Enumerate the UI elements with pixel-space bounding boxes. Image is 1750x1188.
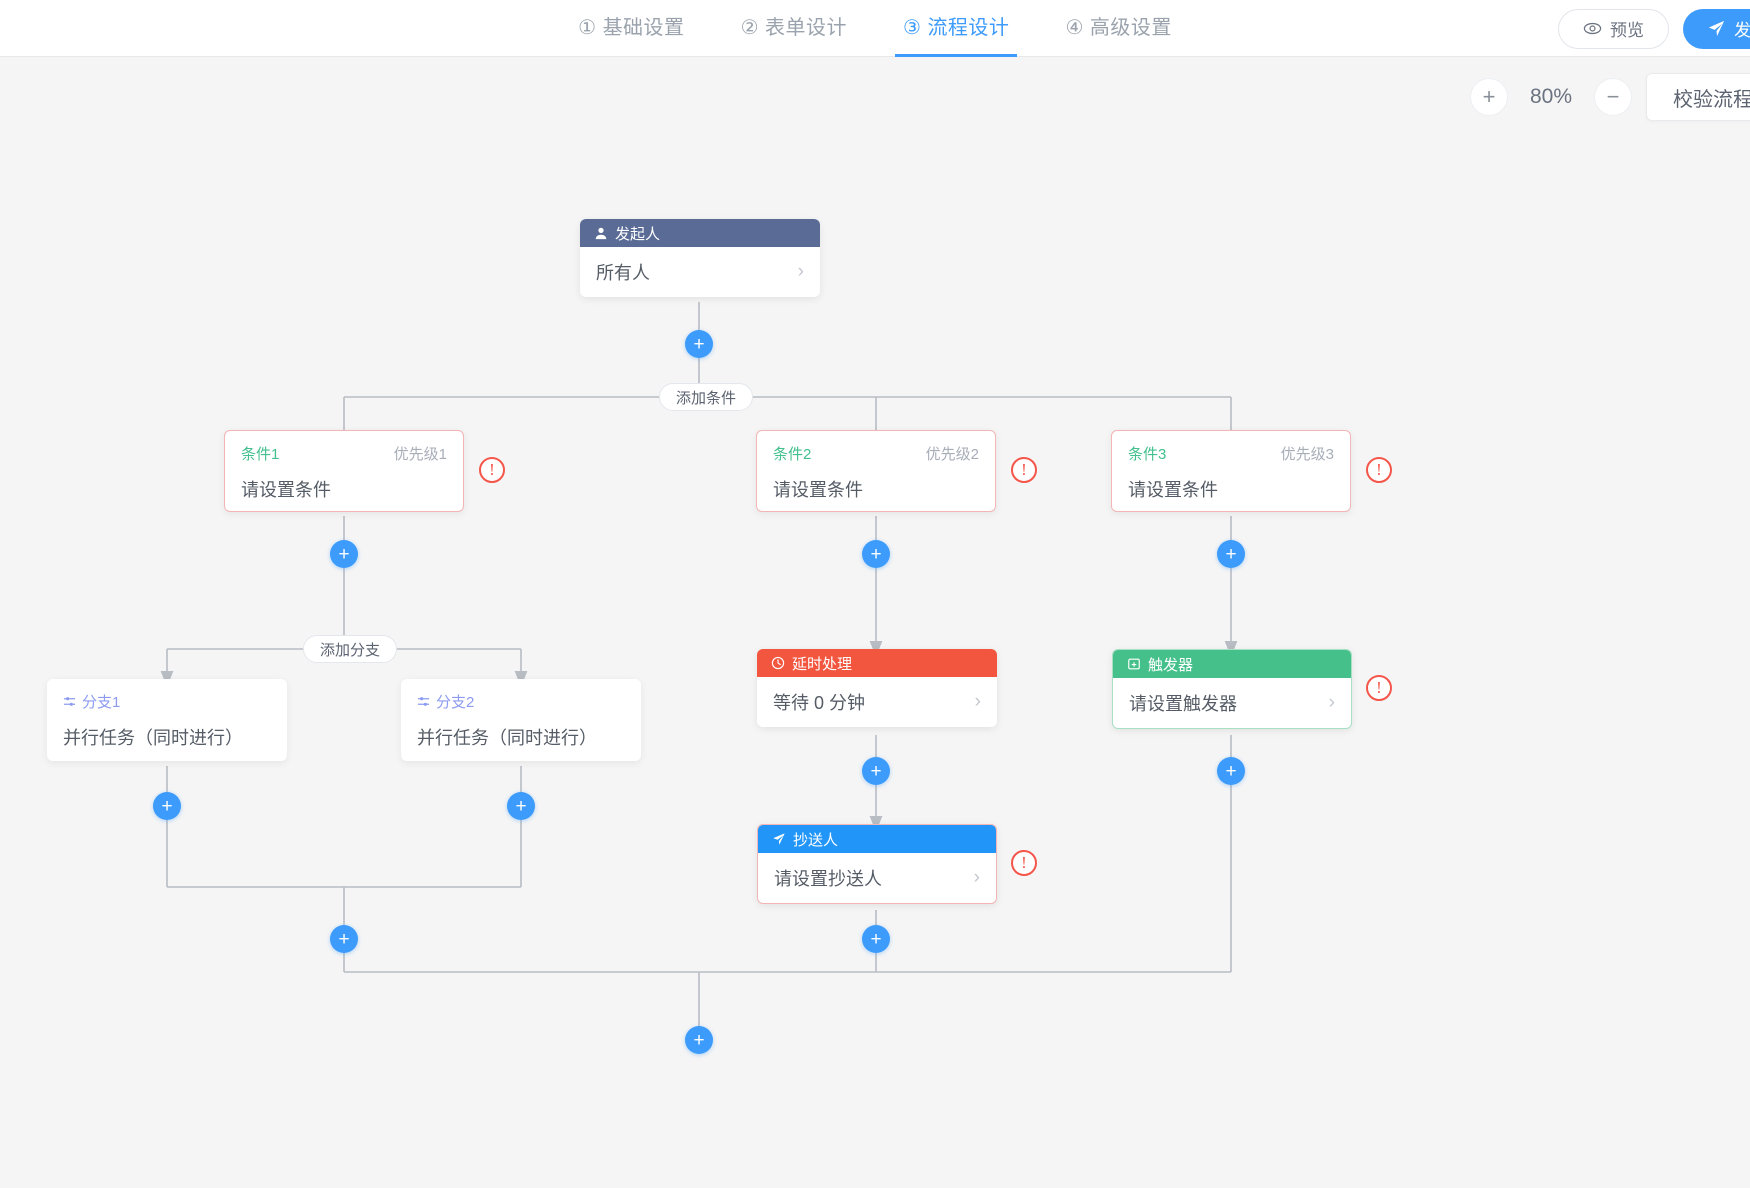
condition-priority: 优先级2 bbox=[925, 446, 979, 463]
add-node-button-after-initiator[interactable]: + bbox=[685, 330, 713, 358]
tab-label: 流程设计 bbox=[927, 16, 1010, 39]
preview-button[interactable]: 预览 bbox=[1558, 8, 1669, 49]
zoom-out-button[interactable]: − bbox=[1594, 78, 1632, 116]
add-branch-button[interactable]: 添加分支 bbox=[303, 635, 398, 663]
zoom-level-label: 80% bbox=[1529, 85, 1573, 108]
node-title: 抄送人 bbox=[793, 831, 839, 849]
node-branch-1[interactable]: 分支1 并行任务（同时进行） bbox=[47, 679, 287, 761]
node-branch-2[interactable]: 分支2 并行任务（同时进行） bbox=[401, 679, 641, 761]
send-icon bbox=[772, 832, 786, 846]
add-node-button-after-condition-3[interactable]: + bbox=[1217, 540, 1245, 568]
branch-header: 分支1 bbox=[63, 691, 271, 712]
error-badge-trigger[interactable]: ! bbox=[1366, 675, 1392, 701]
node-initiator[interactable]: 发起人 所有人 › bbox=[580, 219, 820, 297]
condition-priority: 优先级1 bbox=[393, 446, 447, 463]
chevron-right-icon: › bbox=[1328, 692, 1335, 713]
node-value: 请设置抄送人 bbox=[774, 869, 882, 889]
trigger-icon bbox=[1127, 657, 1141, 671]
eye-icon bbox=[1583, 19, 1602, 38]
node-body[interactable]: 等待 0 分钟 › bbox=[757, 677, 997, 727]
add-node-button-after-condition-1[interactable]: + bbox=[330, 540, 358, 568]
condition-header: 条件3 优先级3 bbox=[1128, 443, 1334, 464]
tab-label: 基础设置 bbox=[602, 16, 685, 39]
node-value: 所有人 bbox=[596, 263, 650, 283]
branch-header: 分支2 bbox=[417, 691, 625, 712]
add-node-button-after-branch-2[interactable]: + bbox=[507, 792, 535, 820]
zoom-in-button[interactable]: + bbox=[1470, 78, 1508, 116]
validate-process-button[interactable]: 校验流程 bbox=[1646, 73, 1750, 121]
error-badge-condition-3[interactable]: ! bbox=[1366, 457, 1392, 483]
add-node-button-after-branches[interactable]: + bbox=[330, 925, 358, 953]
branch-text: 并行任务（同时进行） bbox=[63, 728, 243, 748]
chevron-right-icon: › bbox=[973, 867, 980, 888]
error-badge-cc[interactable]: ! bbox=[1011, 850, 1037, 876]
condition-text: 请设置条件 bbox=[773, 480, 863, 500]
error-badge-condition-1[interactable]: ! bbox=[479, 457, 505, 483]
flow-canvas[interactable]: 发起人 所有人 › + 添加条件 条件1 优先级1 请设置条件 ! + 添加分支… bbox=[0, 57, 1750, 1188]
node-condition-2[interactable]: 条件2 优先级2 请设置条件 bbox=[756, 430, 996, 512]
tab-number: ③ bbox=[903, 16, 922, 39]
canvas-toolbar: + 80% − 校验流程 bbox=[1470, 57, 1750, 137]
branch-label: 分支1 bbox=[82, 694, 121, 711]
node-condition-3[interactable]: 条件3 优先级3 请设置条件 bbox=[1111, 430, 1351, 512]
condition-header: 条件1 优先级1 bbox=[241, 443, 447, 464]
parallel-icon bbox=[63, 695, 76, 708]
node-trigger[interactable]: 触发器 请设置触发器 › bbox=[1112, 649, 1352, 729]
header-actions: 预览 发布 bbox=[1558, 0, 1750, 57]
preview-label: 预览 bbox=[1610, 21, 1644, 40]
tab-number: ① bbox=[578, 16, 597, 39]
node-delay[interactable]: 延时处理 等待 0 分钟 › bbox=[757, 649, 997, 727]
tab-form-design[interactable]: ② 表单设计 bbox=[741, 0, 847, 57]
condition-name: 条件2 bbox=[773, 446, 812, 463]
node-header: 抄送人 bbox=[758, 825, 996, 853]
send-icon bbox=[1707, 19, 1726, 38]
clock-icon bbox=[771, 656, 785, 670]
node-title: 延时处理 bbox=[792, 655, 853, 673]
node-body[interactable]: 请设置抄送人 › bbox=[758, 853, 996, 903]
add-node-button-end[interactable]: + bbox=[685, 1026, 713, 1054]
chevron-right-icon: › bbox=[974, 691, 981, 712]
condition-header: 条件2 优先级2 bbox=[773, 443, 979, 464]
node-condition-1[interactable]: 条件1 优先级1 请设置条件 bbox=[224, 430, 464, 512]
add-node-button-after-trigger[interactable]: + bbox=[1217, 757, 1245, 785]
tab-label: 表单设计 bbox=[765, 16, 847, 39]
error-badge-condition-2[interactable]: ! bbox=[1011, 457, 1037, 483]
condition-priority: 优先级3 bbox=[1280, 446, 1334, 463]
publish-label: 发布 bbox=[1734, 21, 1750, 40]
add-condition-button[interactable]: 添加条件 bbox=[659, 383, 754, 411]
condition-text: 请设置条件 bbox=[241, 480, 331, 500]
node-body[interactable]: 所有人 › bbox=[580, 247, 820, 297]
node-header: 发起人 bbox=[580, 219, 820, 247]
add-node-button-after-delay[interactable]: + bbox=[862, 757, 890, 785]
node-title: 触发器 bbox=[1148, 656, 1194, 674]
branch-text: 并行任务（同时进行） bbox=[417, 728, 597, 748]
add-node-button-after-branch-1[interactable]: + bbox=[153, 792, 181, 820]
node-title: 发起人 bbox=[615, 225, 661, 243]
chevron-right-icon: › bbox=[797, 261, 804, 282]
node-value: 请设置触发器 bbox=[1129, 694, 1237, 714]
condition-text: 请设置条件 bbox=[1128, 480, 1218, 500]
condition-name: 条件3 bbox=[1128, 446, 1167, 463]
branch-label: 分支2 bbox=[436, 694, 475, 711]
tab-number: ④ bbox=[1065, 16, 1084, 39]
node-cc[interactable]: 抄送人 请设置抄送人 › bbox=[757, 824, 997, 904]
publish-button[interactable]: 发布 bbox=[1683, 8, 1750, 49]
tab-number: ② bbox=[740, 16, 759, 39]
add-node-button-after-cc[interactable]: + bbox=[862, 925, 890, 953]
flow-connectors bbox=[160, 302, 1238, 1032]
node-value: 等待 0 分钟 bbox=[773, 693, 866, 713]
node-header: 触发器 bbox=[1113, 650, 1351, 678]
add-node-button-after-condition-2[interactable]: + bbox=[862, 540, 890, 568]
parallel-icon bbox=[417, 695, 430, 708]
condition-name: 条件1 bbox=[241, 446, 280, 463]
node-header: 延时处理 bbox=[757, 649, 997, 677]
node-body[interactable]: 请设置触发器 › bbox=[1113, 678, 1351, 728]
tab-label: 高级设置 bbox=[1089, 16, 1172, 39]
user-icon bbox=[594, 226, 608, 240]
